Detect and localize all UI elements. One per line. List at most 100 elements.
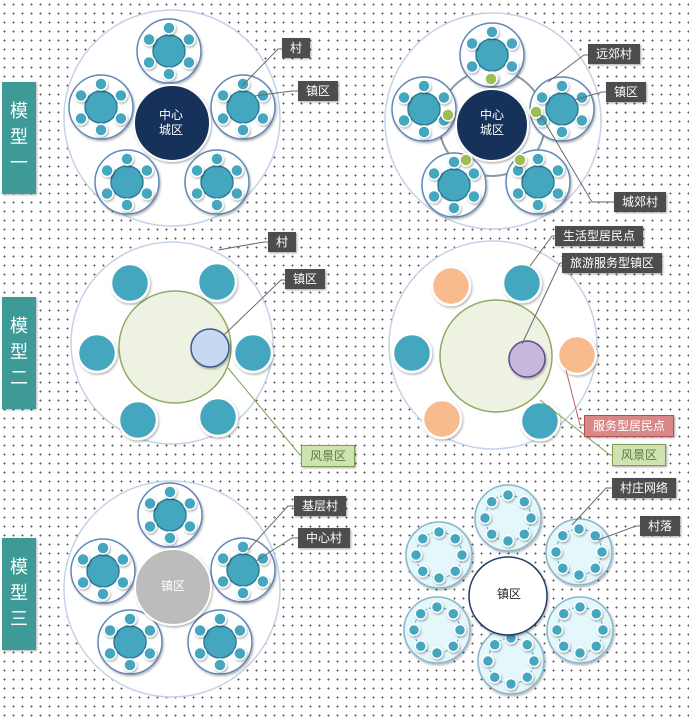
m1r-cluster-1-dot xyxy=(397,90,411,105)
m1l-cluster-1-dot xyxy=(74,111,88,126)
m2r-scenic xyxy=(439,299,553,413)
m1r-cluster-3-dot xyxy=(467,166,481,181)
m2l-leader-scenic xyxy=(227,367,301,456)
m2l-village-5 xyxy=(197,396,239,438)
m1l-cluster-0-dot xyxy=(142,32,156,47)
m1l-cluster-3-dot xyxy=(120,152,134,166)
m3l-center xyxy=(134,548,212,626)
m3l-cluster-0-dot xyxy=(183,519,197,534)
m1r-cluster-3-dot xyxy=(447,155,461,169)
m2r-service-2 xyxy=(421,398,463,440)
m1r-cluster-4-core xyxy=(521,165,555,199)
m3r-network-1-node xyxy=(449,565,462,578)
m3l-cluster-1-dot xyxy=(116,575,130,590)
m3r-center-label: 镇区 xyxy=(496,587,521,601)
m3r-network-4-node xyxy=(557,640,570,653)
m3r-network-2-node xyxy=(572,568,586,582)
m3l-center-label: 镇区 xyxy=(160,579,185,593)
m1l-cluster-4-dot xyxy=(190,163,204,178)
m2l-village-2 xyxy=(76,332,118,374)
m1r-cluster-4-dot xyxy=(531,152,545,166)
m3r-network-1-node xyxy=(432,525,446,539)
m2r-leader-tourism xyxy=(521,262,562,345)
m1r-near-village-0 xyxy=(484,72,498,86)
m3l-cluster-2-dot xyxy=(216,551,230,566)
m3r-network-1-node xyxy=(432,571,446,585)
m1l-cluster-0-dot xyxy=(162,21,176,35)
m2r-town xyxy=(508,340,546,378)
m1r-cluster-1-dot xyxy=(417,79,431,93)
m1r-cluster-1-dot xyxy=(417,125,431,139)
m3l-cluster-2-dot xyxy=(236,586,250,600)
m1r-cluster-2-core xyxy=(545,92,579,126)
m3l-cluster-4-dot xyxy=(193,623,207,638)
m3r-network-4-node xyxy=(573,646,587,660)
m1l-cluster-3-dot xyxy=(100,163,114,178)
m1r-cluster-4-dot xyxy=(551,163,565,178)
m1l-cluster-1-dot xyxy=(94,77,108,91)
m2r-living-1 xyxy=(391,332,433,374)
m1l-cluster-2-dot xyxy=(216,111,230,126)
m1l-cluster-2-dot xyxy=(216,88,230,103)
m2l-callout-village: 村 xyxy=(268,232,297,252)
m3r-network-0-node xyxy=(501,534,515,548)
m3l-cluster-3-core xyxy=(113,625,147,659)
m1r-cluster-4-dot xyxy=(551,186,565,201)
m1l-cluster-4-dot xyxy=(210,198,224,212)
m1l-cluster-3-core xyxy=(110,165,144,199)
m2r-callout-service: 服务型居民点 xyxy=(584,415,675,437)
m1r-leader-town xyxy=(573,91,606,101)
m3r-network-2-node xyxy=(549,545,563,559)
m1l-cluster-4-core xyxy=(200,165,234,199)
m2l-callout-town: 镇区 xyxy=(285,269,326,289)
m3r-network-0-node xyxy=(518,528,531,541)
m2l-village-1 xyxy=(196,261,238,303)
m3r-network-2-node xyxy=(556,562,569,575)
m1l-cluster-1-dot xyxy=(94,123,108,137)
m1r-cluster-1-core xyxy=(407,92,441,126)
m1l-cluster-3-dot xyxy=(100,186,114,201)
m3l-cluster-4-dot xyxy=(193,646,207,661)
m2l-leader-village xyxy=(217,241,268,251)
m3l-cluster-1-dot xyxy=(76,552,90,567)
m3r-network-3-node xyxy=(414,607,427,620)
m1r-near-village-3 xyxy=(459,153,473,167)
m3l-cluster-2-dot xyxy=(256,574,270,589)
m3r-network-2-node xyxy=(595,545,609,559)
m2l-scenic xyxy=(118,290,232,404)
m1r-cluster-0-core xyxy=(475,38,509,72)
m1l-cluster-1-dot xyxy=(114,111,128,126)
m2r-leader-service xyxy=(565,369,584,426)
m3r-network-5-node xyxy=(481,654,495,668)
m2r-service-0 xyxy=(430,265,472,307)
m1l-cluster-2-dot xyxy=(236,77,250,91)
model-label-2: 模型二 xyxy=(2,297,36,409)
m3r-network-3-node xyxy=(430,646,444,660)
m3r-network-4-node xyxy=(596,623,610,637)
m1l-cluster-3-dot xyxy=(120,198,134,212)
m1r-cluster-0-dot xyxy=(465,59,479,74)
m3r-network-2-node xyxy=(572,522,586,536)
model-label-3: 模型三 xyxy=(2,538,36,650)
m3l-cluster-4-dot xyxy=(233,646,247,661)
m2l-village-3 xyxy=(232,332,274,374)
m3l-cluster-1-core xyxy=(86,554,120,588)
m3l-cluster-2-core xyxy=(226,553,260,587)
m1r-center-label: 中心 城区 xyxy=(479,108,504,137)
m1r-cluster-3-dot xyxy=(467,189,481,204)
m3l-cluster-3-dot xyxy=(143,623,157,638)
m3r-network-1-node xyxy=(409,548,423,562)
m3r-network-3-node xyxy=(447,607,460,620)
m3l-leader-basic xyxy=(247,505,294,551)
m1l-cluster-0-dot xyxy=(142,55,156,70)
m3r-network-0-node xyxy=(518,495,531,508)
m3r-network-5-node xyxy=(504,677,518,691)
m3l-cluster-3-dot xyxy=(103,646,117,661)
m1l-leader-town xyxy=(253,90,298,97)
m1r-cluster-0-dot xyxy=(465,36,479,51)
m3r-network-3-node xyxy=(447,640,460,653)
m3r-network-5-node xyxy=(488,671,501,684)
m1r-cluster-4-dot xyxy=(531,198,545,212)
m2l-village-4 xyxy=(117,399,159,441)
